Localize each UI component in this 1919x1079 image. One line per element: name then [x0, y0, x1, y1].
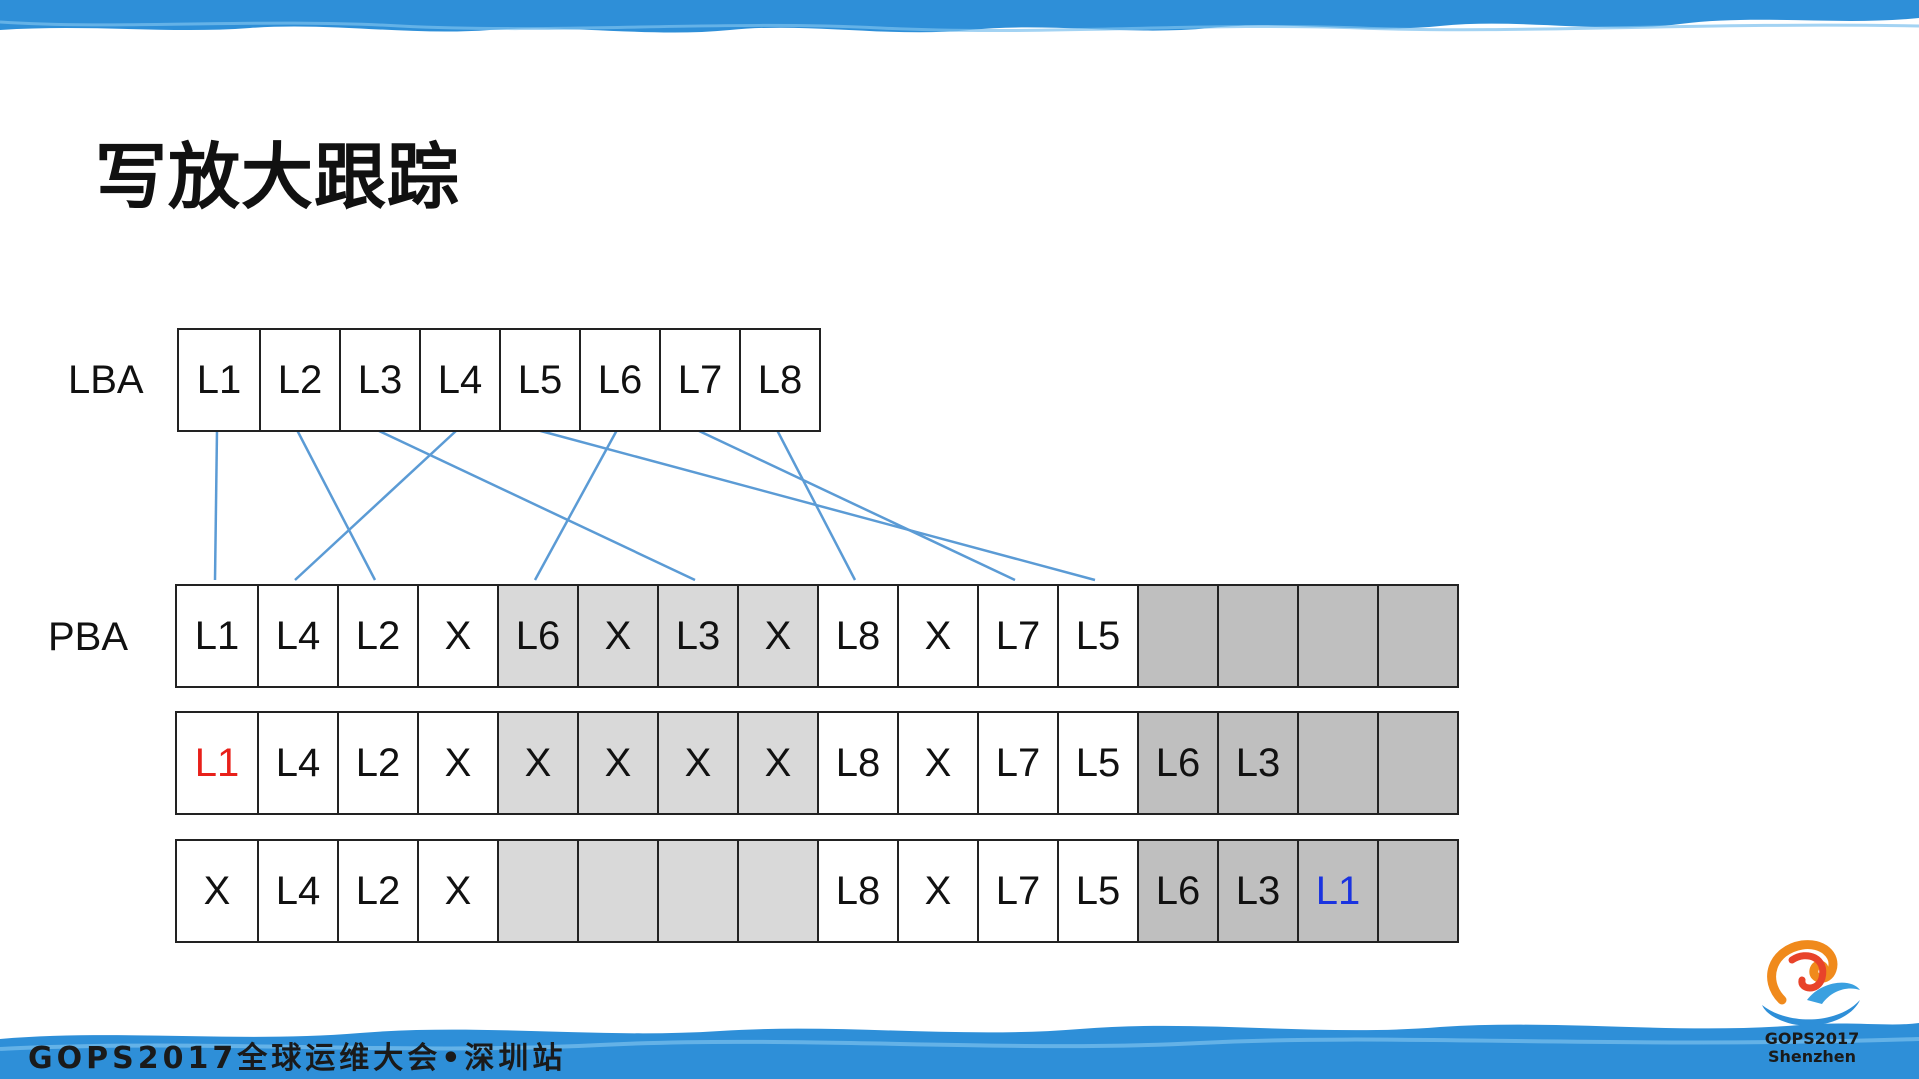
- pba-cell: L7: [977, 713, 1057, 813]
- pba-cell: L8: [817, 841, 897, 941]
- logo-text-line1: GOPS2017: [1764, 1029, 1860, 1048]
- pba-cell: L6: [1137, 713, 1217, 813]
- mapping-line-l6: [533, 429, 619, 581]
- pba-cell: L7: [977, 586, 1057, 686]
- pba-cell: L5: [1057, 713, 1137, 813]
- pba-cell: L8: [817, 713, 897, 813]
- pba-cell: X: [177, 841, 257, 941]
- lba-cell: L4: [419, 330, 499, 430]
- mapping-line-l8: [775, 429, 857, 581]
- pba-cell: L6: [497, 586, 577, 686]
- pba-cell: L7: [977, 841, 1057, 941]
- pba-cell: L1: [177, 586, 257, 686]
- lba-label: LBA: [68, 358, 144, 402]
- pba-label: PBA: [48, 615, 129, 659]
- page-title: 写放大跟踪: [95, 135, 461, 219]
- pba-cell: [497, 841, 577, 941]
- pba-cell: X: [657, 713, 737, 813]
- mapping-line-l7: [696, 428, 1016, 582]
- pba-cell: L3: [657, 586, 737, 686]
- pba-cell: [1377, 841, 1457, 941]
- gops-logo: GOPS2017 Shenzhen: [1752, 930, 1872, 1070]
- lba-cell: L3: [339, 330, 419, 430]
- lba-cell: L2: [259, 330, 339, 430]
- pba-cell: [737, 841, 817, 941]
- pba-cell: [1297, 586, 1377, 686]
- pba-cell: L1: [1297, 841, 1377, 941]
- pba-cell: [657, 841, 737, 941]
- pba-cell: L3: [1217, 841, 1297, 941]
- footer-conference-name: GOPS2017全球运维大会•深圳站: [28, 1041, 567, 1076]
- pba-cell: L3: [1217, 713, 1297, 813]
- pba-cell: L1: [177, 713, 257, 813]
- pba-cell: X: [577, 586, 657, 686]
- pba-cell: [1297, 713, 1377, 813]
- pba-cell: [1217, 586, 1297, 686]
- lba-cell: L1: [179, 330, 259, 430]
- pba-cell: X: [897, 586, 977, 686]
- pba-cell: L8: [817, 586, 897, 686]
- pba-cell: X: [737, 586, 817, 686]
- pba-cell: L4: [257, 586, 337, 686]
- mapping-line-l2: [295, 429, 377, 581]
- pba-cell: L6: [1137, 841, 1217, 941]
- lba-cell: L5: [499, 330, 579, 430]
- pba-cell: L5: [1057, 841, 1137, 941]
- pba-cell: X: [417, 586, 497, 686]
- top-brush-decoration: [0, 0, 1919, 33]
- pba-cell: X: [737, 713, 817, 813]
- lba-cell: L6: [579, 330, 659, 430]
- lba-cell: L7: [659, 330, 739, 430]
- pba-cell: X: [897, 841, 977, 941]
- pba-cell: L4: [257, 841, 337, 941]
- pba-cell: L2: [337, 713, 417, 813]
- mapping-line-l1: [213, 429, 219, 581]
- pba-cell: X: [497, 713, 577, 813]
- pba-cell: X: [897, 713, 977, 813]
- bottom-brush-decoration: [0, 1023, 1919, 1079]
- mapping-line-l4: [294, 429, 458, 581]
- pba-cell: [577, 841, 657, 941]
- pba-cell: L2: [337, 586, 417, 686]
- pba-cell: [1377, 586, 1457, 686]
- pba-cell: X: [417, 713, 497, 813]
- mapping-line-l3: [376, 428, 696, 582]
- pba-cell: [1377, 713, 1457, 813]
- pba-cell: L4: [257, 713, 337, 813]
- logo-text-line2: Shenzhen: [1767, 1047, 1857, 1066]
- pba-cell: [1137, 586, 1217, 686]
- pba-cell: X: [417, 841, 497, 941]
- lba-cell: L8: [739, 330, 819, 430]
- gops-logo-icon: [1762, 940, 1860, 1026]
- pba-cell: L5: [1057, 586, 1137, 686]
- pba-cell: X: [577, 713, 657, 813]
- pba-cell: L2: [337, 841, 417, 941]
